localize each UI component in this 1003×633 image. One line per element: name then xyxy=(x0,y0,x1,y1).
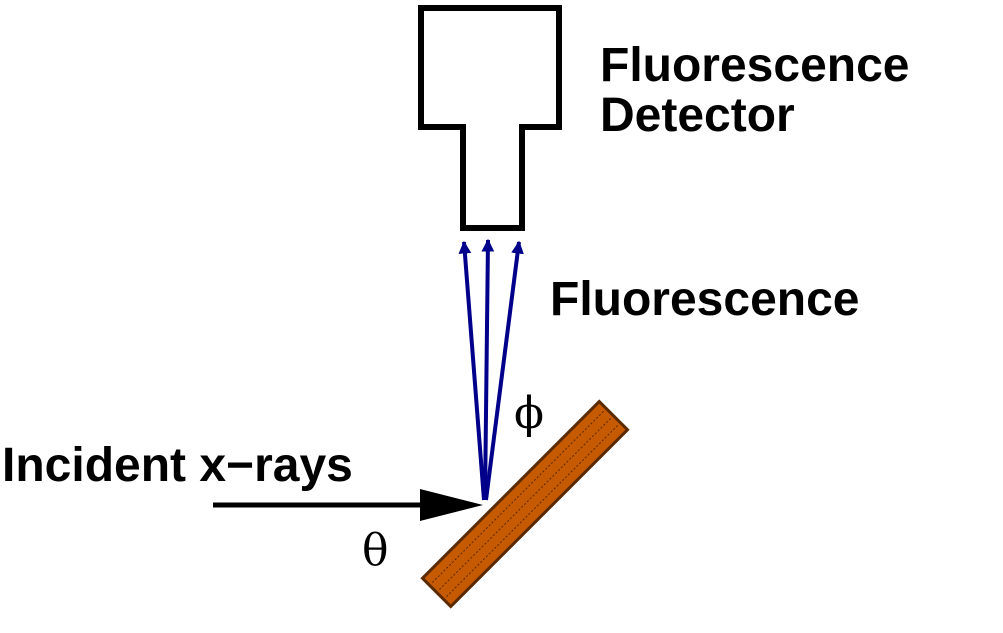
detector-outline xyxy=(418,5,562,231)
detector-label-line1: Fluorescence xyxy=(600,39,909,92)
theta-label: θ xyxy=(362,525,389,576)
incident-label: Incident x−rays xyxy=(2,439,353,492)
fluorescence-arrow-left xyxy=(458,240,486,501)
sample-inner-line-2 xyxy=(439,418,611,590)
phi-label: ϕ xyxy=(514,388,544,439)
incident-arrow-head xyxy=(420,489,483,521)
fluorescence-label: Fluorescence xyxy=(550,273,859,326)
detector-label-line2: Detector xyxy=(600,89,795,142)
fluorescence-arrow-right xyxy=(484,240,524,501)
sample-slab xyxy=(420,399,630,609)
fluorescence-arrow-center xyxy=(481,238,495,501)
sample-inner-line-1 xyxy=(432,411,604,583)
sample-inner-line-3 xyxy=(446,425,618,597)
